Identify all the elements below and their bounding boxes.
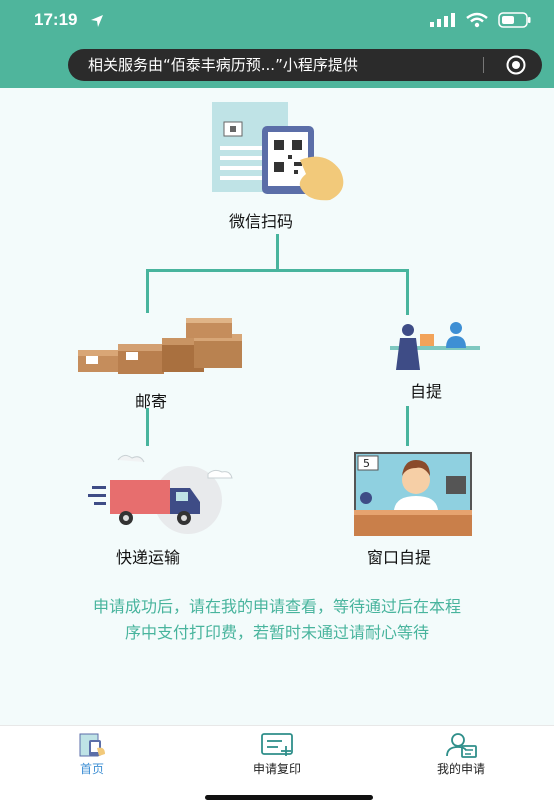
home-indicator (205, 795, 373, 800)
pickup-counter-illustration (390, 322, 480, 370)
express-label: 快递运输 (116, 548, 181, 567)
signal-icon (430, 13, 455, 27)
capsule-divider (483, 57, 484, 73)
tab-mine-label: 我的申请 (436, 762, 485, 776)
tab-home[interactable]: 首页 (42, 726, 142, 777)
connector-mail-down (146, 408, 149, 446)
add-document-icon (261, 733, 293, 756)
miniapp-provider-bar[interactable]: 相关服务由“佰泰丰病历预...”小程序提供 (68, 49, 542, 81)
notice-line-1: 申请成功后，请在我的申请查看，等待通过后在本程 (92, 597, 461, 616)
connector-scan (276, 234, 279, 270)
notice-line-2: 序中支付打印费，若暂时未通过请耐心等待 (124, 623, 429, 642)
close-target-icon[interactable] (506, 55, 526, 75)
connector-pickup-down (406, 406, 409, 446)
mail-label: 邮寄 (135, 392, 168, 411)
home-icon (79, 733, 105, 757)
tab-my-applications[interactable]: 我的申请 (411, 726, 511, 777)
parcel-boxes-illustration (78, 318, 242, 374)
tab-apply-copy[interactable]: 申请复印 (227, 726, 327, 777)
tab-apply-label: 申请复印 (252, 762, 301, 776)
tab-home-label: 首页 (79, 762, 104, 776)
window-label: 窗口自提 (367, 548, 432, 567)
service-window-illustration: 5 (354, 452, 472, 536)
status-time: 17:19 (34, 10, 78, 29)
connector-left (146, 269, 149, 313)
miniapp-provider-text: 相关服务由“佰泰丰病历预...”小程序提供 (88, 56, 358, 74)
pickup-label: 自提 (410, 382, 443, 401)
location-arrow-icon (91, 15, 103, 27)
status-icons (430, 12, 532, 28)
scan-qr-illustration (212, 102, 344, 201)
connector-right (406, 269, 409, 315)
connector-branch (146, 269, 408, 272)
scan-label: 微信扫码 (229, 212, 294, 231)
apply-notice: 申请成功后，请在我的申请查看，等待通过后在本程 序中支付打印费，若暂时未通过请耐… (0, 594, 554, 646)
svg-text:5: 5 (363, 457, 370, 470)
battery-icon (498, 12, 531, 28)
wifi-icon (466, 12, 488, 28)
user-document-icon (446, 733, 477, 758)
status-bar: 17:19 相关服务由“佰泰丰病历预...”小程序提供 (0, 0, 554, 88)
delivery-truck-illustration (88, 454, 233, 534)
tab-bar: 首页 申请复印 我的申请 (0, 725, 554, 808)
main-content: 微信扫码 邮寄 自提 快递运输 (0, 88, 554, 725)
